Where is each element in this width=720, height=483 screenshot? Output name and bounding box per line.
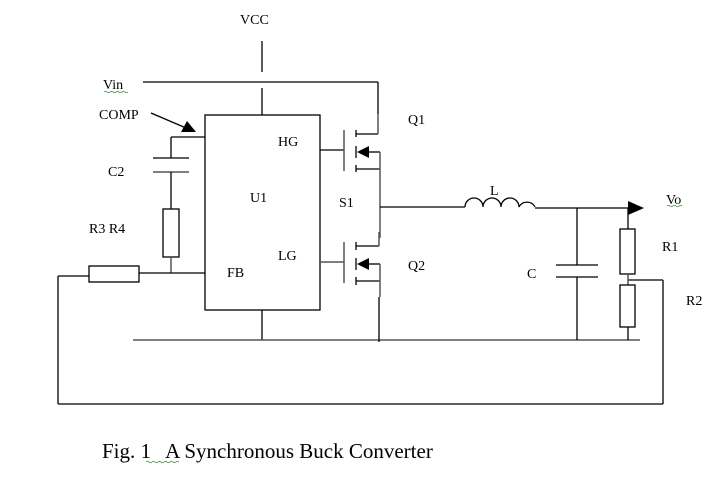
q2-label: Q2 <box>408 259 425 274</box>
resistor-r4 <box>162 208 180 258</box>
spellcheck-underline <box>666 204 683 208</box>
mosfet-q2 <box>320 232 381 342</box>
capacitor-label: C <box>527 267 536 282</box>
ic-u1 <box>204 114 321 311</box>
q2-body-arrow <box>357 258 369 270</box>
ic-name-label: U1 <box>250 191 267 206</box>
s1-label: S1 <box>339 196 354 211</box>
r3-r4-label: R3 R4 <box>89 222 125 237</box>
resistor-r3 <box>88 265 140 283</box>
vcc-label: VCC <box>240 13 269 28</box>
spellcheck-underline <box>103 90 129 94</box>
comp-arrow-line <box>150 112 187 129</box>
r2-label: R2 <box>686 294 702 309</box>
comp-label: COMP <box>99 108 139 123</box>
caption-text: A Synchronous Buck Converter <box>165 439 433 463</box>
q1-label: Q1 <box>408 113 425 128</box>
caption-prefix: Fig. 1 <box>102 439 151 463</box>
comp-arrow-head <box>181 121 196 132</box>
q1-body-arrow <box>357 146 369 158</box>
vin-label: Vin <box>103 78 123 93</box>
vo-arrow <box>628 201 644 215</box>
c2-label: C2 <box>108 165 124 180</box>
mosfet-q1 <box>320 114 381 238</box>
spellcheck-underline <box>145 460 180 464</box>
inductor-label: L <box>490 184 499 199</box>
r1-label: R1 <box>662 240 678 255</box>
fb-pin-label: FB <box>227 266 244 281</box>
lg-pin-label: LG <box>278 249 297 264</box>
inductor-l <box>464 197 536 208</box>
figure-caption: Fig. 1 A Synchronous Buck Converter <box>102 439 433 463</box>
resistor-r1 <box>619 228 636 275</box>
resistor-r2 <box>619 284 636 328</box>
vo-label: Vo <box>666 193 681 208</box>
hg-pin-label: HG <box>278 135 298 150</box>
